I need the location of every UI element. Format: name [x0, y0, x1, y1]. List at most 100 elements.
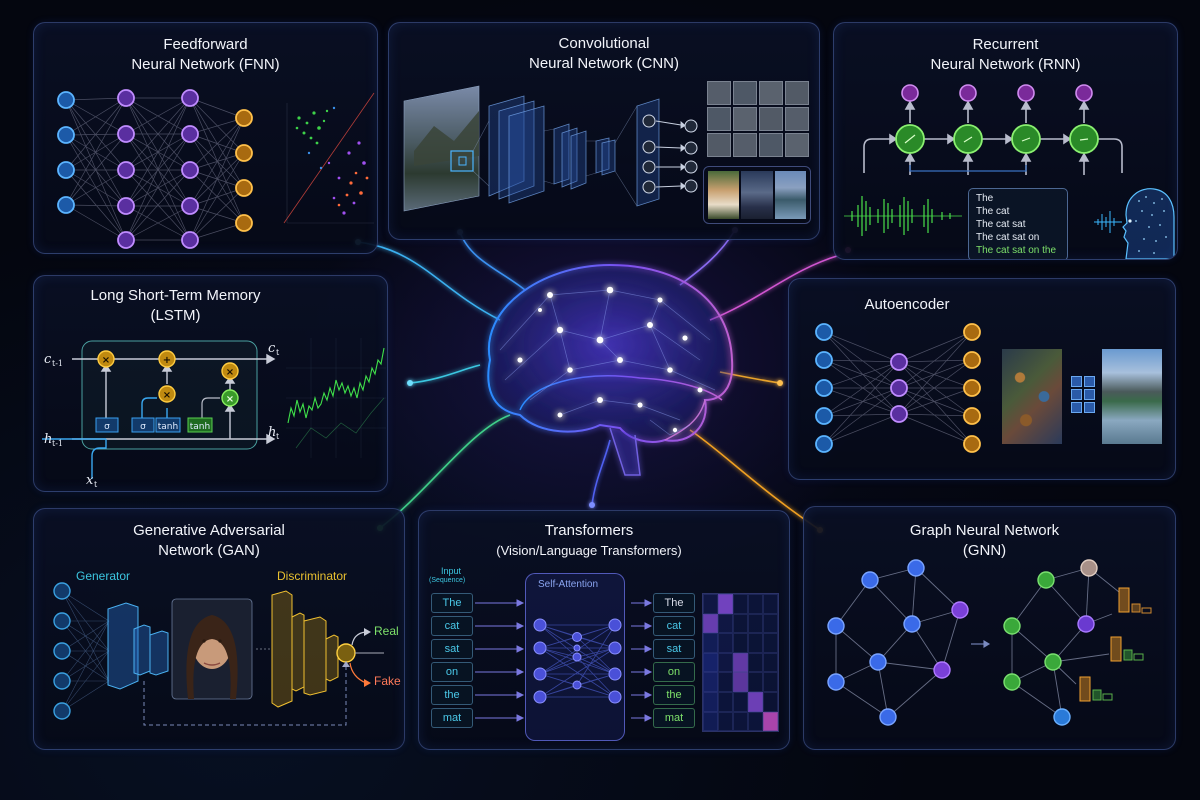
real-label: Real	[374, 624, 399, 638]
heatmap-cell	[703, 652, 718, 673]
output-token: the	[653, 685, 695, 705]
input-token: cat	[431, 616, 473, 636]
output-token: sat	[653, 639, 695, 659]
svg-text:t-1: t-1	[52, 359, 63, 368]
fnn-scatter-plot	[283, 92, 375, 224]
svg-text:tanh: tanh	[190, 422, 210, 432]
sample-image-dog	[708, 171, 740, 219]
panel-rnn: Recurrent Neural Network (RNN)	[833, 22, 1178, 260]
panel-title: Convolutional Neural Network (CNN)	[528, 35, 680, 72]
heatmap-cell	[733, 672, 748, 692]
svg-text:σ: σ	[140, 422, 146, 432]
heatmap-cell	[763, 691, 778, 712]
output-token: mat	[653, 708, 695, 728]
panel-gnn: Graph Neural Network (GNN)	[803, 506, 1176, 750]
gnn-graph-diagram	[827, 559, 1152, 726]
heatmap-cell	[763, 711, 778, 732]
heatmap-cell	[718, 652, 733, 673]
heatmap-cell	[703, 711, 718, 732]
panel-title: Recurrent Neural Network (RNN)	[930, 36, 1081, 73]
heatmap-cell	[733, 613, 748, 634]
heatmap-cell	[748, 633, 763, 653]
fnn-network-diagram	[57, 89, 253, 249]
input-token: the	[431, 685, 473, 705]
heatmap-cell	[703, 594, 718, 614]
heatmap-cell	[718, 633, 733, 653]
reconstructed-output-image	[1102, 349, 1162, 444]
input-token: The	[431, 593, 473, 613]
heatmap-cell	[733, 633, 748, 653]
gan-diagram	[53, 582, 384, 726]
panel-title: Feedforward Neural Network (FNN)	[131, 36, 280, 73]
heatmap-cell	[763, 633, 778, 653]
svg-text:×: ×	[102, 355, 110, 366]
rnn-text-output: The The cat The cat sat The cat sat on T…	[968, 188, 1068, 259]
input-token: mat	[431, 708, 473, 728]
heatmap-cell	[733, 594, 748, 614]
panel-title: Transformers (Vision/Language Transforme…	[496, 522, 682, 558]
latent-code-grid	[1071, 376, 1095, 416]
heatmap-cell	[718, 691, 733, 712]
brain-illustration	[487, 263, 734, 476]
fake-label: Fake	[374, 674, 401, 688]
output-token: The	[653, 593, 695, 613]
svg-text:t-1: t-1	[52, 439, 63, 448]
svg-text:×: ×	[163, 390, 171, 401]
rnn-unrolled-diagram	[863, 84, 1123, 175]
discriminator-label: Discriminator	[277, 569, 348, 583]
heatmap-cell	[718, 672, 733, 692]
heatmap-cell	[733, 652, 748, 673]
autoencoder-network-diagram	[815, 323, 981, 453]
panel-lstm: Long Short-Term Memory (LSTM) × + × ×	[33, 275, 388, 492]
svg-text:t: t	[276, 348, 280, 357]
input-label: Input	[441, 566, 462, 576]
svg-text:h: h	[44, 432, 52, 447]
heatmap-cell	[748, 613, 763, 634]
svg-text:h: h	[268, 425, 276, 440]
sample-image-mountain	[774, 171, 806, 219]
heatmap-cell	[733, 691, 748, 712]
panel-title: Graph Neural Network (GNN)	[909, 522, 1060, 559]
heatmap-cell	[703, 691, 718, 712]
output-token: on	[653, 662, 695, 682]
heatmap-cell	[733, 711, 748, 732]
cnn-feature-maps	[707, 81, 811, 157]
panel-fnn: Feedforward Neural Network (FNN)	[33, 22, 378, 254]
heatmap-cell	[718, 711, 733, 732]
heatmap-cell	[748, 711, 763, 732]
lstm-cell-diagram: × + × × × σ σ tanh tanh c t-1 c t h t-1 …	[42, 340, 280, 489]
panel-gan: Generative Adversarial Network (GAN) Gen…	[33, 508, 405, 750]
panel-title: Autoencoder	[864, 296, 950, 313]
svg-text:×: ×	[226, 394, 234, 405]
attention-heatmap	[702, 593, 779, 733]
lstm-timeseries-chart	[286, 338, 386, 458]
input-sublabel: (Sequence)	[429, 577, 466, 584]
transformer-arrows-and-attention-graph	[475, 599, 653, 722]
self-attention-label: Self-Attention	[538, 579, 599, 590]
panel-autoencoder: Autoencoder	[788, 278, 1176, 480]
heatmap-cell	[703, 672, 718, 692]
svg-text:c: c	[268, 341, 276, 356]
heatmap-cell	[763, 613, 778, 634]
panel-title: Generative Adversarial Network (GAN)	[133, 522, 285, 559]
svg-text:t: t	[94, 480, 98, 489]
noisy-input-image	[1002, 349, 1062, 444]
heatmap-cell	[763, 652, 778, 673]
svg-text:x: x	[86, 473, 94, 488]
heatmap-cell	[763, 594, 778, 614]
heatmap-cell	[703, 613, 718, 634]
heatmap-cell	[703, 633, 718, 653]
panel-title: Long Short-Term Memory (LSTM)	[90, 287, 261, 324]
input-token: on	[431, 662, 473, 682]
cnn-sample-images	[703, 166, 811, 224]
panel-cnn: Convolutional Neural Network (CNN)	[388, 22, 820, 240]
output-token: cat	[653, 616, 695, 636]
cnn-pipeline-diagram	[403, 85, 698, 212]
svg-text:tanh: tanh	[158, 422, 178, 432]
svg-text:+: +	[163, 355, 171, 366]
panel-transformers: Transformers (Vision/Language Transforme…	[418, 510, 790, 750]
sample-image-car	[741, 171, 773, 219]
generator-label: Generator	[76, 569, 131, 583]
svg-text:σ: σ	[104, 422, 110, 432]
svg-text:t: t	[276, 432, 280, 441]
